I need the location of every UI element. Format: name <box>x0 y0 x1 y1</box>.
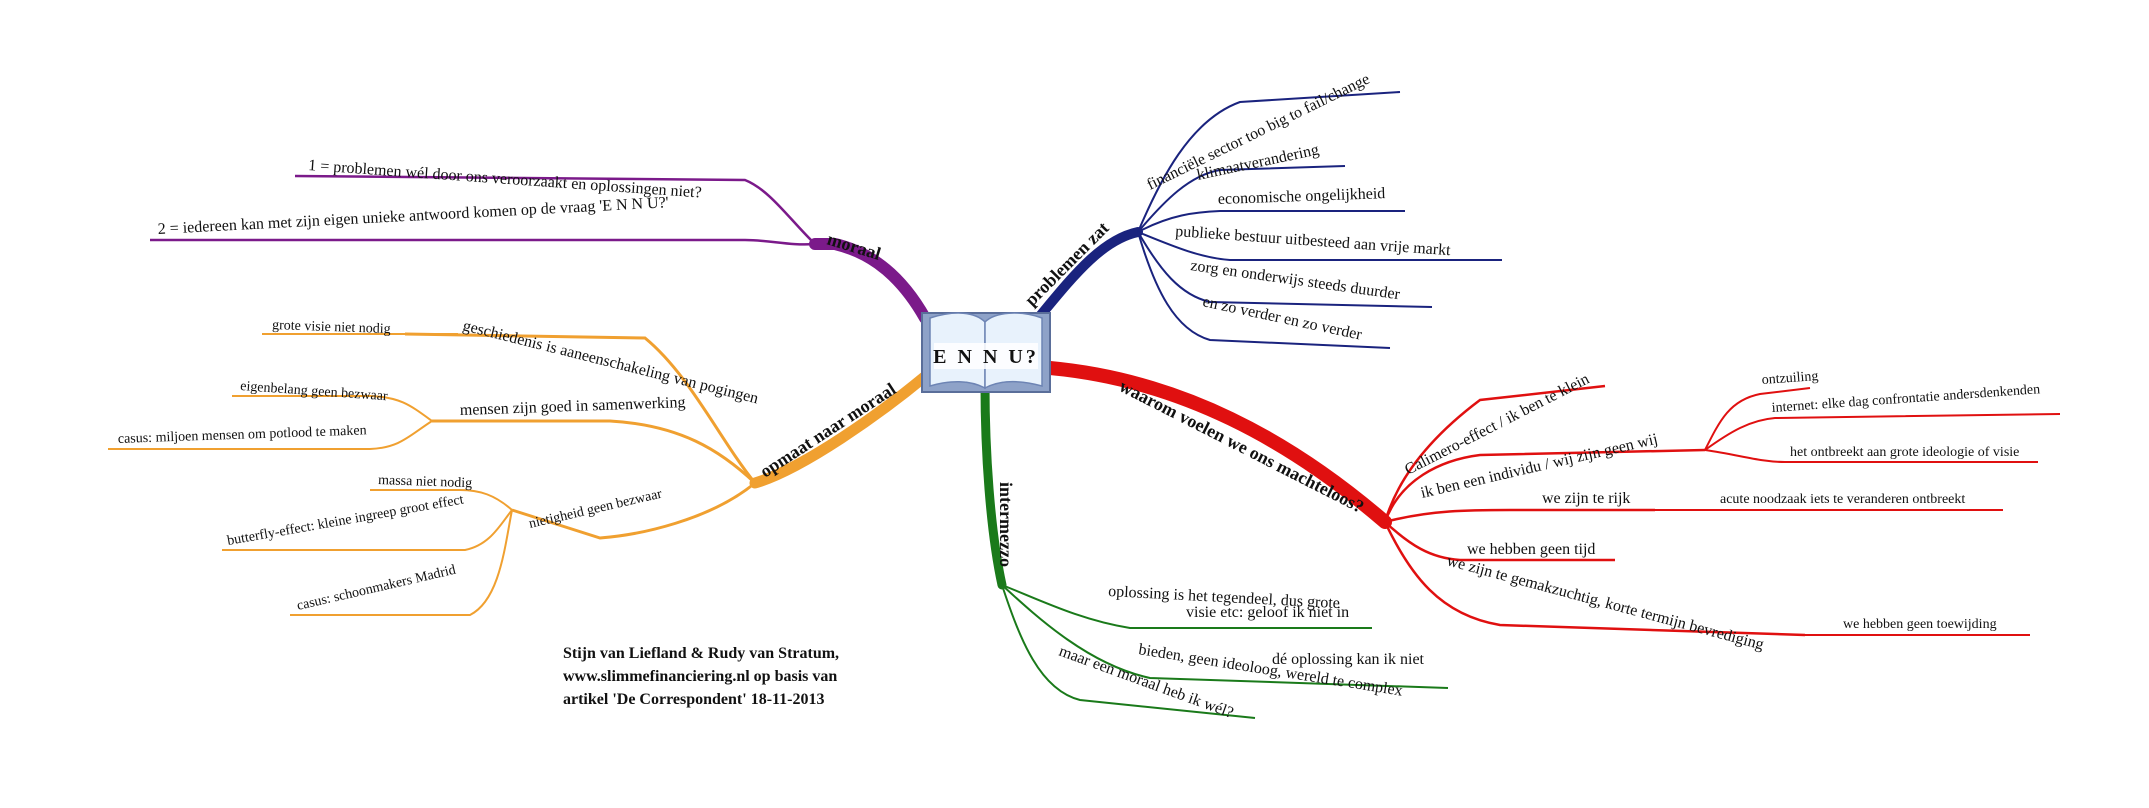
branch-moraal-connector-2 <box>150 238 816 246</box>
branch-intermezzo-connector <box>980 380 1007 590</box>
opmaat-group-1-label: geschiedenis is aaneenschakeling van pog… <box>461 317 760 407</box>
opmaat-group-3-item-3-connector <box>290 509 513 616</box>
problemen-item-4-connector <box>1137 231 1502 261</box>
waarom-group-3-item-1: acute noodzaak iets te veranderen ontbre… <box>1720 492 1965 507</box>
waarom-group-2-item-3: het ontbreekt aan grote ideologie of vis… <box>1790 445 2019 460</box>
intermezzo-item-1-line-2: visie etc: geloof ik niet in <box>1186 604 1349 621</box>
problemen-item-4: publieke bestuur uitbesteed aan vrije ma… <box>1175 223 1452 259</box>
waarom-group-2-item-2-connector <box>1704 413 2061 451</box>
branch-problemen-connector <box>1030 227 1143 327</box>
waarom-group-3-label: we zijn te rijk <box>1542 490 1630 507</box>
waarom-group-5-item-1: we hebben geen toewijding <box>1843 617 1997 632</box>
waarom-group-2-item-1-connector <box>1704 387 1811 451</box>
branch-opmaat-label: opmaat naar moraal <box>756 379 899 482</box>
opmaat-group-2-item-1-connector <box>232 395 433 422</box>
problemen-item-1: financiële sector too big to fail/change <box>1144 71 1372 194</box>
opmaat-group-3-item-2-connector <box>222 509 513 551</box>
problemen-item-3: economische ongelijkheid <box>1218 185 1386 208</box>
opmaat-group-3-item-1: massa niet nodig <box>378 473 473 491</box>
problemen-item-3-connector <box>1137 210 1405 233</box>
branch-intermezzo-label: intermezzo <box>996 482 1016 567</box>
opmaat-group-2-connector <box>432 419 757 485</box>
credit-line-2: www.slimmefinanciering.nl op basis van <box>563 668 837 685</box>
branch-problemen-label: problemen zat <box>1021 218 1113 310</box>
opmaat-group-1-item-1: grote visie niet nodig <box>272 318 391 337</box>
credit-block: Stijn van Liefland & Rudy van Stratum, w… <box>563 645 839 708</box>
intermezzo-item-2-connector <box>1001 584 1449 689</box>
opmaat-group-3-connector <box>511 481 756 540</box>
opmaat-group-2-item-2-connector <box>108 420 433 450</box>
intermezzo-item-1-connector <box>1001 584 1372 629</box>
moraal-item-2: 2 = iedereen kan met zijn eigen unieke a… <box>157 194 669 238</box>
waarom-group-4-connector <box>1384 521 1615 562</box>
problemen-item-2-connector <box>1137 165 1346 233</box>
branch-problemen: problemen zat financiële sector too big … <box>1021 71 1502 349</box>
branch-opmaat-connector <box>749 362 941 489</box>
waarom-group-1-connector <box>1383 384 1606 523</box>
opmaat-group-3-item-1-connector <box>370 489 513 511</box>
waarom-group-3-connector <box>1384 508 1655 524</box>
opmaat-group-2-item-2: casus: miljoen mensen om potlood te make… <box>118 423 367 447</box>
branch-waarom-label: waarom voelen we ons machteloos? <box>1116 376 1367 517</box>
opmaat-group-2-label: mensen zijn goed in samenwerking <box>460 394 686 419</box>
opmaat-group-3-item-2: butterfly-effect: kleine ingreep groot e… <box>226 493 465 549</box>
problemen-item-6: en zo verder en zo verder <box>1201 293 1364 343</box>
waarom-group-2-connector <box>1383 448 1706 523</box>
opmaat-group-1-connector <box>404 332 757 484</box>
opmaat-group-3-item-3: casus: schoonmakers Madrid <box>296 563 458 614</box>
branch-moraal-connector-1 <box>294 174 816 245</box>
center-title-box <box>934 343 1038 369</box>
waarom-group-5-label: we zijn te gemakzuchtig, korte termijn b… <box>1445 552 1766 653</box>
credit-line-1: Stijn van Liefland & Rudy van Stratum, <box>563 645 839 662</box>
problemen-item-5-connector <box>1137 231 1433 308</box>
intermezzo-item-2-line-1: dé oplossing kan ik niet <box>1272 651 1425 668</box>
waarom-group-5-connector <box>1383 521 1806 637</box>
branch-waarom-connector <box>1043 361 1392 529</box>
credit-line-3: artikel 'De Correspondent' 18-11-2013 <box>563 691 824 708</box>
waarom-group-2-item-3-connector <box>1704 449 2038 463</box>
waarom-group-4-label: we hebben geen tijd <box>1467 541 1595 558</box>
problemen-item-6-connector <box>1137 231 1391 349</box>
center-title: E N N U? <box>933 346 1039 368</box>
problemen-item-1-connector <box>1137 91 1401 233</box>
branch-opmaat: opmaat naar moraal geschiedenis is aanee… <box>108 317 941 616</box>
center-node: E N N U? <box>921 312 1051 393</box>
intermezzo-item-3-connector <box>1001 584 1256 719</box>
branch-moraal-connector <box>809 238 931 324</box>
opmaat-group-2-item-1: eigenbelang geen bezwaar <box>240 379 389 404</box>
branch-moraal-label: moraal <box>825 229 883 264</box>
opmaat-group-3-label: nietigheid geen bezwaar <box>528 487 664 532</box>
branch-moraal: moraal 1 = problemen wél door ons veroor… <box>150 157 931 324</box>
waarom-group-2-item-2: internet: elke dag confrontatie andersde… <box>1771 382 2040 416</box>
waarom-group-2-item-1: ontzuiling <box>1761 369 1819 388</box>
